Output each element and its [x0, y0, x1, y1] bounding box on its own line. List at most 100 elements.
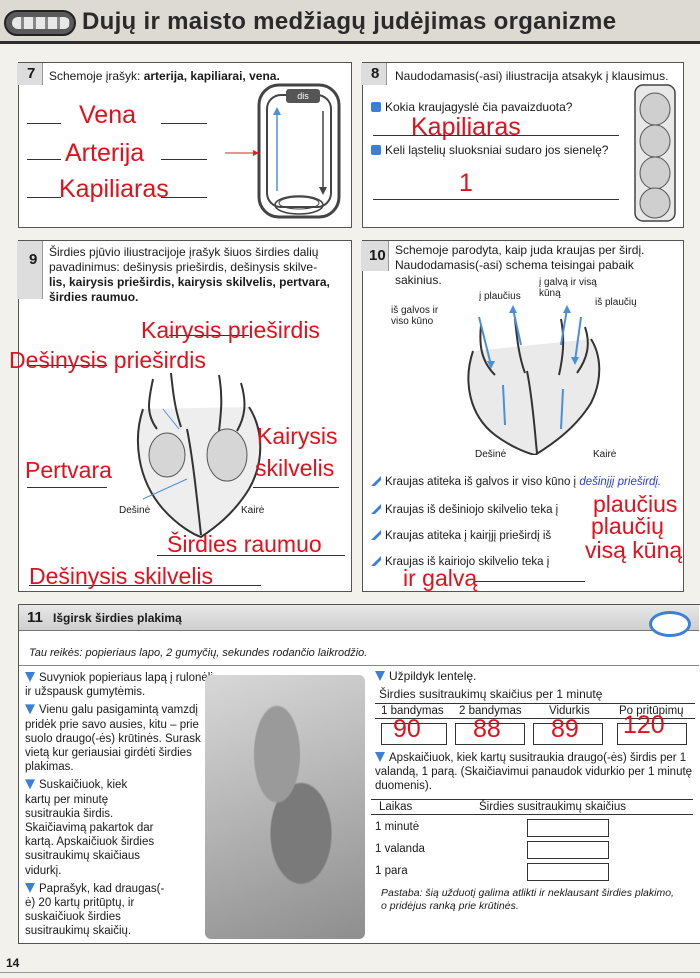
task8-box: 8 Naudodamasis(-asi) iliustracija atsaky…: [361, 62, 684, 228]
table1-cell-2[interactable]: [455, 723, 525, 745]
table1-header-1: 1 bandymas: [381, 705, 444, 717]
task9-line-top-right[interactable]: [169, 335, 249, 336]
task9-line-left-mid[interactable]: [27, 487, 107, 488]
photo-children-listening: [205, 675, 365, 939]
task11-note: Pastaba: šią užduotį galima atlikti ir n…: [381, 887, 674, 912]
table2-cell-3[interactable]: [527, 863, 609, 881]
fill-table-instruction: Užpildyk lentelę.: [375, 669, 476, 684]
task10-sentence-3: Kraujas atiteka į kairįjį prieširdį iš: [371, 529, 551, 544]
question-bubble-icon: [371, 102, 381, 112]
task11-number: 11: [27, 609, 43, 626]
heart-right-label: Dešinė: [119, 505, 151, 516]
task10-sentence-4: Kraujas iš kairiojo skilvelio teka į: [371, 555, 549, 570]
task9-number-badge: [17, 241, 43, 299]
table2-header-1: Laikas: [379, 801, 413, 813]
task9-answer-kairysis-skilvelis-2: skilvelis: [255, 455, 335, 481]
table1-value-1: 90: [393, 715, 421, 743]
pencil-icon: [371, 556, 381, 566]
task7-answer-vena: Vena: [79, 101, 137, 129]
task9-number: 9: [29, 251, 38, 268]
task8-question2: Keli ląstelių sluoksniai sudaro jos sien…: [371, 143, 608, 158]
diagram-tag: dis: [286, 89, 320, 103]
question-bubble-icon: [371, 145, 381, 155]
task10-box: 10 Schemoje parodyta, kaip juda kraujas …: [361, 240, 684, 592]
step-3-icon: [25, 779, 35, 790]
task7-number-badge: [17, 63, 43, 85]
table1-cell-4[interactable]: [617, 723, 687, 745]
heart-diagram: [137, 372, 262, 539]
task8-answer2-line[interactable]: [373, 199, 619, 200]
task8-number: 8: [371, 65, 380, 82]
table1-title: Širdies susitraukimų skaičius per 1 minu…: [379, 687, 603, 701]
task9-line-bottom-left[interactable]: [29, 585, 261, 586]
table2-cell-1[interactable]: [527, 819, 609, 837]
table2-header-row: Laikas Širdies susitraukimų skaičius: [371, 799, 693, 815]
step-3-text: Suskaičiuok, kiek kartų per minutę susit…: [25, 779, 155, 877]
task7-answer-kapiliaras: Kapiliaras: [59, 175, 169, 203]
pencil-icon: [371, 530, 381, 540]
task7-blank-2a[interactable]: [27, 159, 61, 160]
calc-instruction: Apskaičiuok, kiek kartų susitraukia drau…: [375, 752, 693, 792]
task10-answer-1: dešinįjį prieširdį.: [579, 476, 662, 488]
task7-blank-2b[interactable]: [161, 159, 207, 160]
task11-divider: [19, 665, 699, 666]
step-4-icon: [25, 882, 35, 893]
task8-answer1-line[interactable]: [373, 135, 619, 136]
task7-number: 7: [27, 65, 36, 82]
table2-header-2: Širdies susitraukimų skaičius: [479, 801, 626, 813]
task10-hw-plaučių: plaučių: [591, 513, 664, 539]
task8-instruction: Naudodamasis(-asi) iliustracija atsakyk …: [395, 69, 669, 83]
task11-materials: Tau reikės: popieriaus lapo, 2 gumyčių, …: [29, 647, 368, 659]
blood-flow-diagram: [467, 305, 601, 455]
task9-line-left-top[interactable]: [27, 365, 107, 366]
step-4-text: Paprašyk, kad draugas(-ė) 20 kartų pritū…: [25, 882, 165, 938]
task8-number-badge: [361, 63, 387, 85]
flow-label-to-lungs: į plaučius: [479, 291, 521, 302]
table1-header-4: Po pritūpimų: [619, 705, 684, 717]
task7-blank-1a[interactable]: [27, 123, 61, 124]
task10-sentence-2: Kraujas iš dešiniojo skilvelio teka į: [371, 503, 558, 518]
task9-answer-širdies-raumuo: Širdies raumuo: [167, 531, 322, 557]
table1-cell-3[interactable]: [533, 723, 603, 745]
task9-box: 9 Širdies pjūvio iliustracijoje įrašyk š…: [9, 240, 352, 592]
task11-header-bar: [19, 605, 699, 631]
table1-header-3: Vidurkis: [549, 705, 590, 717]
flow-label-from-head: iš galvos ir viso kūno: [391, 305, 439, 327]
table1-value-3: 89: [551, 715, 579, 743]
pencil-icon: [371, 476, 381, 486]
task11-title: Išgirsk širdies plakimą: [53, 611, 182, 625]
task7-box: 7 Schemoje įrašyk: arterija, kapiliarai,…: [17, 62, 352, 228]
flow-label-to-head: į galvą ir visą kūną: [539, 277, 597, 299]
table2-row-1-label: 1 minutė: [375, 821, 420, 833]
task10-sentence-1: Kraujas atiteka iš galvos ir viso kūno į…: [371, 475, 661, 490]
task7-blank-1b[interactable]: [161, 123, 207, 124]
task10-instruction: Schemoje parodyta, kaip juda kraujas per…: [395, 243, 645, 287]
capillary-illustration: [634, 84, 676, 222]
task10-number-badge: [361, 241, 389, 271]
task9-answer-dešinysis-skilvelis: Dešinysis skilvelis: [29, 563, 214, 589]
task7-blank-3b[interactable]: [161, 197, 207, 198]
task9-line-bottom-right[interactable]: [157, 555, 345, 556]
task9-answer-kairysis-prieširdis: Kairysis prieširdis: [141, 317, 320, 343]
task9-answer-dešinysis-prieširdis: Dešinysis prieširdis: [9, 347, 206, 373]
task11-box: 11 Išgirsk širdies plakimą Tau reikės: p…: [18, 604, 700, 944]
table2-cell-2[interactable]: [527, 841, 609, 859]
table1-header-row: 1 bandymas 2 bandymas Vidurkis Po pritūp…: [375, 703, 695, 719]
task7-blank-3a[interactable]: [27, 197, 61, 198]
header-bar: Dujų ir maisto medžiagų judėjimas organi…: [0, 0, 700, 44]
heart-left-label: Kairė: [241, 505, 265, 516]
table1-cell-1[interactable]: [381, 723, 447, 745]
pencil-icon: [375, 671, 385, 681]
flow-label-right: Dešinė: [475, 449, 507, 460]
table2-row-2-label: 1 valanda: [375, 843, 425, 855]
task10-hw-ir-galvą: ir galvą: [403, 565, 478, 591]
table1-value-2: 88: [473, 715, 501, 743]
task10-line-4b[interactable]: [475, 581, 585, 582]
step-2-text: Vienu galu pasigamintą vamzdį pridėk pri…: [25, 704, 201, 774]
flow-label-from-lungs: iš plaučių: [595, 297, 637, 308]
task9-answer-pertvara: Pertvara: [25, 457, 112, 483]
circulation-diagram: [225, 83, 341, 219]
task8-answer1: Kapiliaras: [411, 113, 521, 141]
task9-line-right-mid[interactable]: [253, 487, 339, 488]
task7-instruction: Schemoje įrašyk: arterija, kapiliarai, v…: [49, 69, 280, 83]
